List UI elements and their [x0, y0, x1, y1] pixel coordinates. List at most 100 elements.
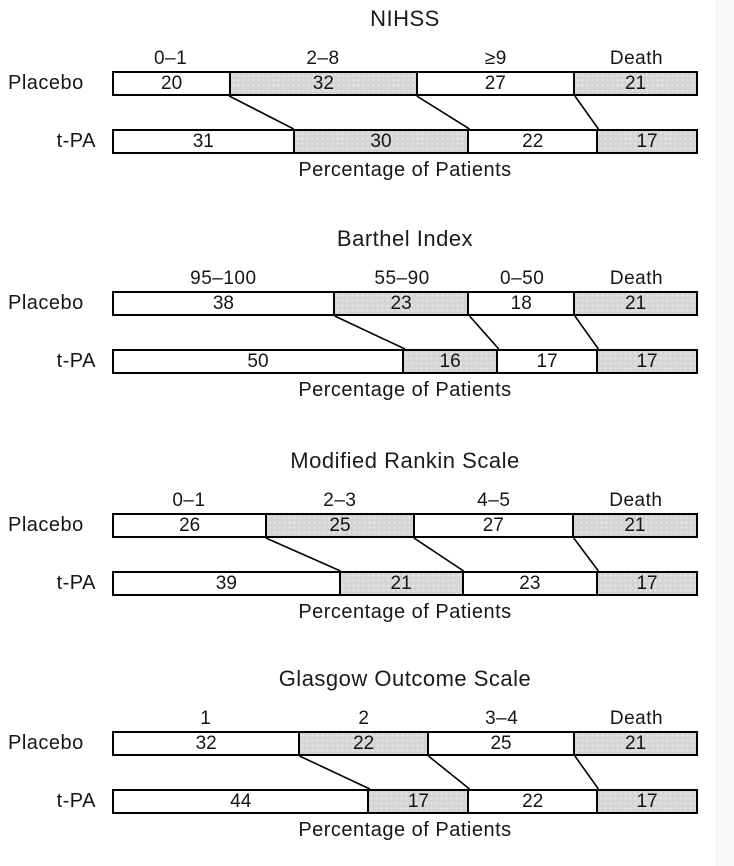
row-label-placebo: Placebo [8, 732, 84, 754]
segment-value: 21 [624, 293, 647, 314]
segment-value: 25 [329, 515, 351, 536]
stacked-bar-placebo: 32 22 25 21 [112, 731, 698, 756]
connector-line [574, 316, 600, 349]
segment-value: 21 [624, 515, 646, 536]
bar-segment: 44 [114, 791, 367, 812]
segment-value: 17 [636, 791, 658, 812]
category-label: Death [609, 268, 664, 289]
bar-segment: 22 [298, 733, 428, 754]
category-label: 55–90 [374, 268, 430, 289]
category-label: ≥9 [484, 48, 507, 69]
chart-title: Glasgow Outcome Scale [278, 666, 532, 691]
segment-value: 21 [624, 733, 647, 754]
connector-line [265, 538, 341, 571]
bar-segment: 17 [496, 351, 596, 372]
bar-segment: 30 [292, 131, 468, 152]
bar-segment: 21 [338, 573, 462, 594]
segment-value: 18 [510, 293, 532, 314]
category-label: 0–50 [500, 268, 545, 289]
category-label: 2–3 [323, 490, 357, 511]
chart-title: Modified Rankin Scale [290, 448, 520, 473]
segment-value: 17 [407, 791, 429, 812]
segment-value: 27 [482, 515, 504, 536]
chart-title: Barthel Index [336, 226, 474, 251]
bar-segment: 50 [114, 351, 402, 372]
bar-segment: 21 [571, 515, 696, 536]
bar-segment: 17 [596, 351, 696, 372]
stacked-bar-t-pa: 39 21 23 17 [112, 571, 698, 596]
segment-value: 23 [390, 293, 412, 314]
bar-segment: 22 [467, 791, 596, 812]
row-label-placebo: Placebo [8, 514, 84, 536]
bar-segment: 25 [265, 515, 413, 536]
connector-line [228, 96, 295, 129]
connector-line [574, 96, 600, 129]
segment-value: 22 [522, 131, 544, 152]
link-lines [299, 756, 600, 789]
category-label: 0–1 [153, 48, 188, 69]
connector-line [468, 316, 500, 349]
connector-line [427, 756, 471, 789]
segment-value: 44 [230, 791, 252, 812]
row-label-t-pa: t-PA [56, 130, 96, 152]
segment-value: 32 [312, 73, 334, 94]
bar-segment: 23 [332, 293, 468, 314]
segment-value: 32 [195, 733, 217, 754]
category-label: 3–4 [485, 708, 519, 729]
connector-line [574, 756, 600, 789]
category-label: Death [609, 490, 663, 511]
link-lines [265, 538, 600, 571]
category-label: Death [609, 48, 664, 69]
category-label: 0–1 [172, 490, 206, 511]
bar-segment: 32 [114, 733, 298, 754]
link-lines [334, 316, 600, 349]
row-label-t-pa: t-PA [56, 790, 96, 812]
segment-value: 22 [353, 733, 375, 754]
stacked-bar-t-pa: 50 16 17 17 [112, 349, 698, 374]
category-label: 2–8 [306, 48, 340, 69]
bar-segment: 39 [114, 573, 339, 594]
segment-value: 30 [370, 131, 392, 152]
bar-segment: 17 [596, 791, 696, 812]
segment-value: 23 [519, 573, 541, 594]
bar-segment: 17 [596, 573, 696, 594]
x-axis-label: Percentage of Patients [298, 601, 512, 623]
segment-value: 38 [212, 293, 234, 314]
segment-value: 21 [624, 73, 647, 94]
chart-title: NIHSS [370, 6, 440, 31]
connector-line [573, 538, 600, 571]
bar-segment: 31 [114, 131, 293, 152]
bar-segment: 22 [467, 131, 596, 152]
segment-value: 20 [161, 73, 183, 94]
bar-segment: 21 [573, 293, 696, 314]
bar-segment: 25 [427, 733, 573, 754]
segment-value: 50 [247, 351, 269, 372]
segment-value: 31 [192, 131, 214, 152]
right-gutter [716, 0, 734, 866]
link-lines [228, 96, 600, 129]
segment-value: 25 [490, 733, 512, 754]
segment-value: 26 [179, 515, 201, 536]
bar-segment: 20 [114, 73, 229, 94]
bar-segment: 18 [467, 293, 573, 314]
x-axis-label: Percentage of Patients [298, 159, 512, 181]
stacked-bar-placebo: 26 25 27 21 [112, 513, 698, 538]
bar-segment: 32 [229, 73, 416, 94]
stacked-bar-t-pa: 44 17 22 17 [112, 789, 698, 814]
x-axis-label: Percentage of Patients [298, 379, 512, 401]
segment-value: 16 [439, 351, 461, 372]
stacked-bar-t-pa: 31 30 22 17 [112, 129, 698, 154]
segment-value: 17 [636, 351, 658, 372]
row-label-t-pa: t-PA [56, 350, 96, 372]
bar-segment: 21 [573, 733, 696, 754]
connector-line [334, 316, 406, 349]
segment-value: 39 [215, 573, 237, 594]
bar-segment: 26 [114, 515, 265, 536]
stacked-bar-placebo: 38 23 18 21 [112, 291, 698, 316]
segment-value: 17 [636, 131, 658, 152]
segment-value: 17 [636, 573, 658, 594]
